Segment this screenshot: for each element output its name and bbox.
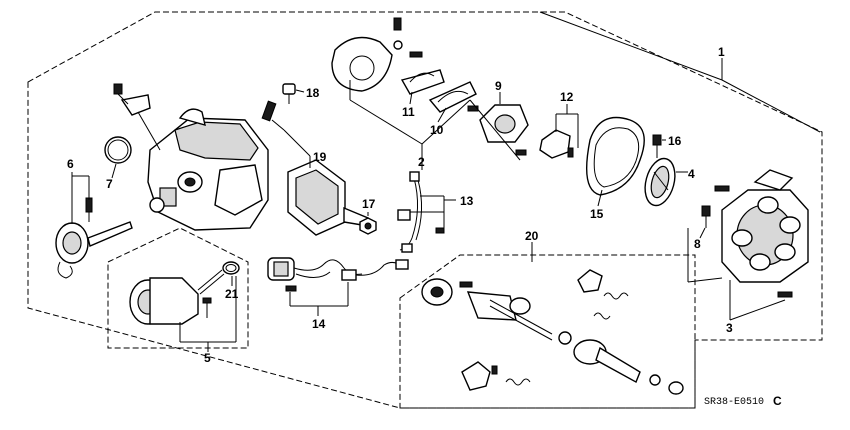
diagram-code-suffix: C	[773, 394, 782, 408]
screw-16	[652, 134, 662, 158]
diagram-code: SR38-E0510	[704, 397, 764, 408]
o-ring-7	[104, 136, 132, 164]
callout-4: 4	[688, 167, 695, 181]
callout-14: 14	[312, 317, 326, 331]
o-ring-21	[222, 261, 240, 275]
callout-21: 21	[225, 287, 239, 301]
igniter-19	[261, 100, 369, 236]
distributor-cap-3	[714, 169, 809, 298]
callout-8: 8	[694, 237, 701, 251]
lead-wire-13	[397, 171, 445, 253]
callout-19: 19	[313, 150, 327, 164]
distributor-housing	[113, 83, 269, 231]
vacuum-advance-5	[129, 269, 225, 325]
shaft-assembly-20	[421, 269, 684, 395]
screw-18	[282, 83, 296, 104]
callout-11: 11	[402, 105, 415, 119]
callout-20: 20	[525, 229, 539, 243]
subgroup-boundary-20	[399, 254, 696, 409]
callout-3: 3	[726, 321, 733, 335]
vacuum-advance-6	[55, 197, 133, 279]
pickup-9	[479, 104, 529, 156]
callout-2: 2	[418, 155, 425, 169]
assembly-boundary	[27, 11, 823, 409]
callout-7: 7	[106, 177, 113, 191]
rotor-4	[644, 157, 676, 207]
callout-6: 6	[67, 157, 74, 171]
callout-9: 9	[495, 79, 502, 93]
plate-10	[428, 81, 479, 113]
callout-13: 13	[460, 194, 474, 208]
nut-17	[359, 217, 377, 235]
callout-10: 10	[430, 123, 444, 137]
callout-1: 1	[718, 45, 725, 59]
callout-16: 16	[668, 134, 682, 148]
leader-lines	[71, 11, 821, 352]
plate-11	[400, 69, 445, 95]
callout-15: 15	[590, 207, 604, 221]
bolt-8	[701, 205, 711, 228]
callout-12: 12	[560, 90, 574, 104]
callout-18: 18	[306, 86, 320, 100]
subgroup-boundary-5	[107, 227, 249, 349]
callout-5: 5	[204, 351, 211, 365]
breaker-plate-2	[331, 17, 423, 92]
callout-labels: 1 2 3 4 5 6 7 8 9 10 11 12 13 14 15 16 1…	[67, 45, 733, 365]
reluctor-12	[539, 129, 574, 159]
callout-17: 17	[362, 197, 376, 211]
gasket-15	[585, 116, 645, 196]
wire-harness-14	[267, 257, 409, 292]
